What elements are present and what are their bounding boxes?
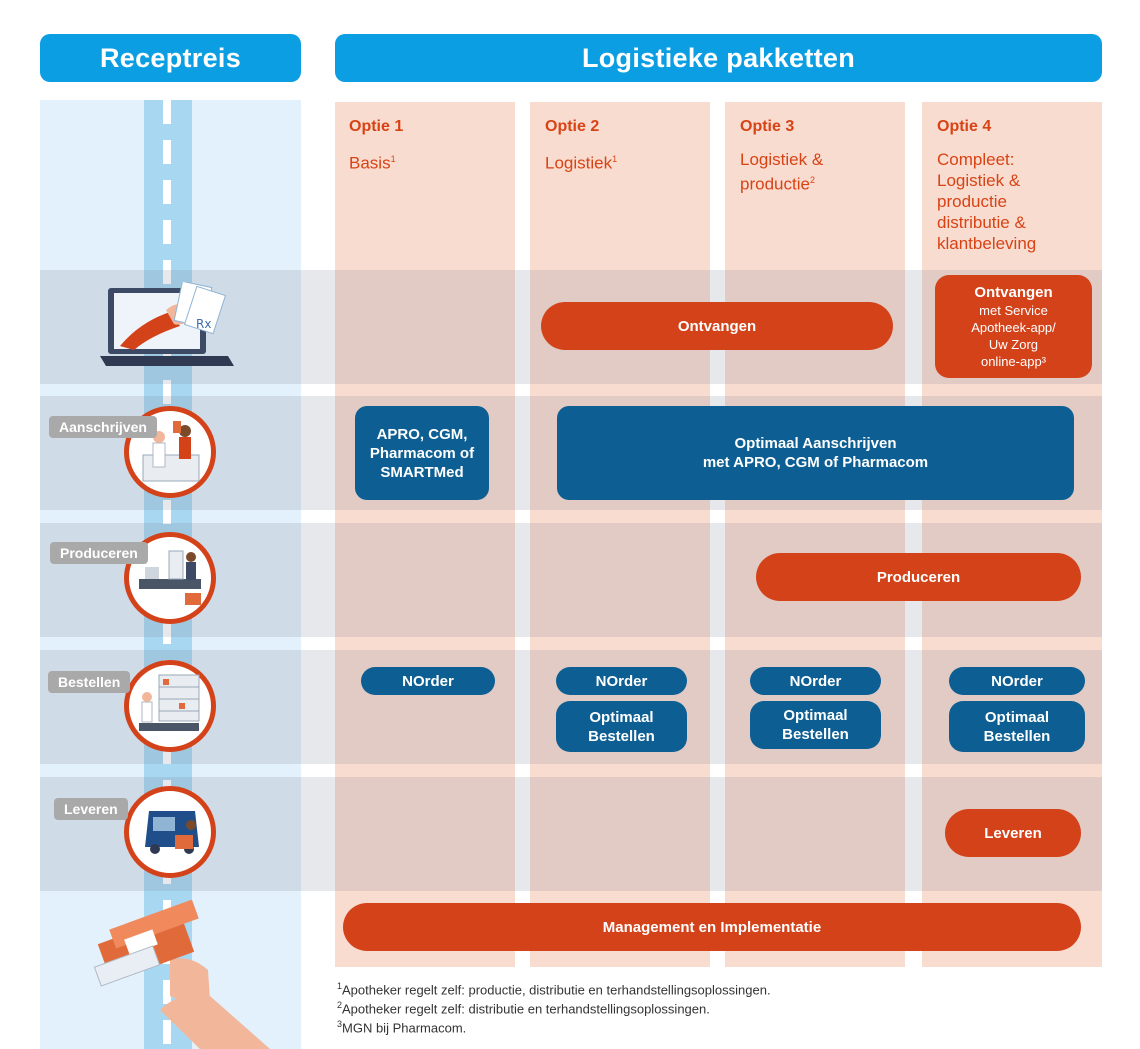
column-optie-2 xyxy=(530,102,710,967)
optimaal-bestellen-pill-optie-2: Optimaal Bestellen xyxy=(556,701,687,752)
optie-2-title: Optie 2 xyxy=(545,118,600,135)
warehouse-shelves-icon xyxy=(139,674,200,731)
norder-pill-optie-2: NOrder xyxy=(556,667,687,695)
optie-3-subtitle: Logistiek & productie2 xyxy=(740,150,824,194)
optimaal-bestellen-pill-optie-3: Optimaal Bestellen xyxy=(750,701,881,749)
column-optie-1 xyxy=(335,102,515,967)
stage-label-aanschrijven: Aanschrijven xyxy=(49,416,157,438)
footnote-3: 3MGN bij Pharmacom. xyxy=(337,1019,467,1036)
stage-label-produceren: Produceren xyxy=(50,542,148,564)
aanschrijven-circle xyxy=(124,406,216,498)
receptreis-header: Receptreis xyxy=(40,34,301,82)
optimaal-bestellen-pill-optie-4: Optimaal Bestellen xyxy=(949,701,1085,752)
bestellen-circle xyxy=(124,660,216,752)
ontvangen-pill: Ontvangen xyxy=(541,302,893,350)
hand-medicine-box-illustration xyxy=(93,900,270,1049)
column-optie-3 xyxy=(725,102,905,967)
logistieke-pakketten-header: Logistieke pakketten xyxy=(335,34,1102,82)
delivery-van-icon xyxy=(145,811,199,854)
norder-pill-optie-1: NOrder xyxy=(361,667,495,695)
footnote-2: 2Apotheker regelt zelf: distributie en t… xyxy=(337,1000,710,1017)
ontvangen-service-pill: Ontvangen met Service Apotheek-app/ Uw Z… xyxy=(935,275,1092,378)
ontvangen-service-title: Ontvangen xyxy=(974,283,1053,301)
optie-4-subtitle: Compleet: Logistiek & productie distribu… xyxy=(937,150,1037,253)
optie-2-subtitle: Logistiek1 xyxy=(545,153,618,173)
produceren-pill: Produceren xyxy=(756,553,1081,601)
logistieke-pakketten-title: Logistieke pakketten xyxy=(581,42,856,73)
optie-3-title: Optie 3 xyxy=(740,118,795,135)
laptop-prescription-illustration: Rx xyxy=(100,282,234,366)
apro-basic-pill: APRO, CGM, Pharmacom of SMARTMed xyxy=(355,406,489,500)
ontvangen-service-body: met Service Apotheek-app/ Uw Zorg online… xyxy=(971,302,1056,369)
stage-label-leveren: Leveren xyxy=(54,798,128,820)
optie-4-title: Optie 4 xyxy=(937,118,992,135)
optie-1-subtitle: Basis1 xyxy=(349,153,396,173)
receptreis-title: Receptreis xyxy=(99,42,242,73)
norder-pill-optie-3: NOrder xyxy=(750,667,881,695)
norder-pill-optie-4: NOrder xyxy=(949,667,1085,695)
svg-text:Rx: Rx xyxy=(196,317,211,331)
management-implementatie-pill: Management en Implementatie xyxy=(343,903,1081,951)
leveren-pill: Leveren xyxy=(945,809,1081,857)
leveren-circle xyxy=(124,786,216,878)
production-line-icon xyxy=(139,550,201,605)
optimaal-aanschrijven-pill: Optimaal Aanschrijven met APRO, CGM of P… xyxy=(557,406,1074,500)
pharmacist-counter-icon xyxy=(142,421,200,482)
stage-label-bestellen: Bestellen xyxy=(48,671,131,693)
optie-1-title: Optie 1 xyxy=(349,118,404,135)
band-leveren xyxy=(40,777,1102,891)
footnote-1: 1Apotheker regelt zelf: productie, distr… xyxy=(337,981,771,998)
